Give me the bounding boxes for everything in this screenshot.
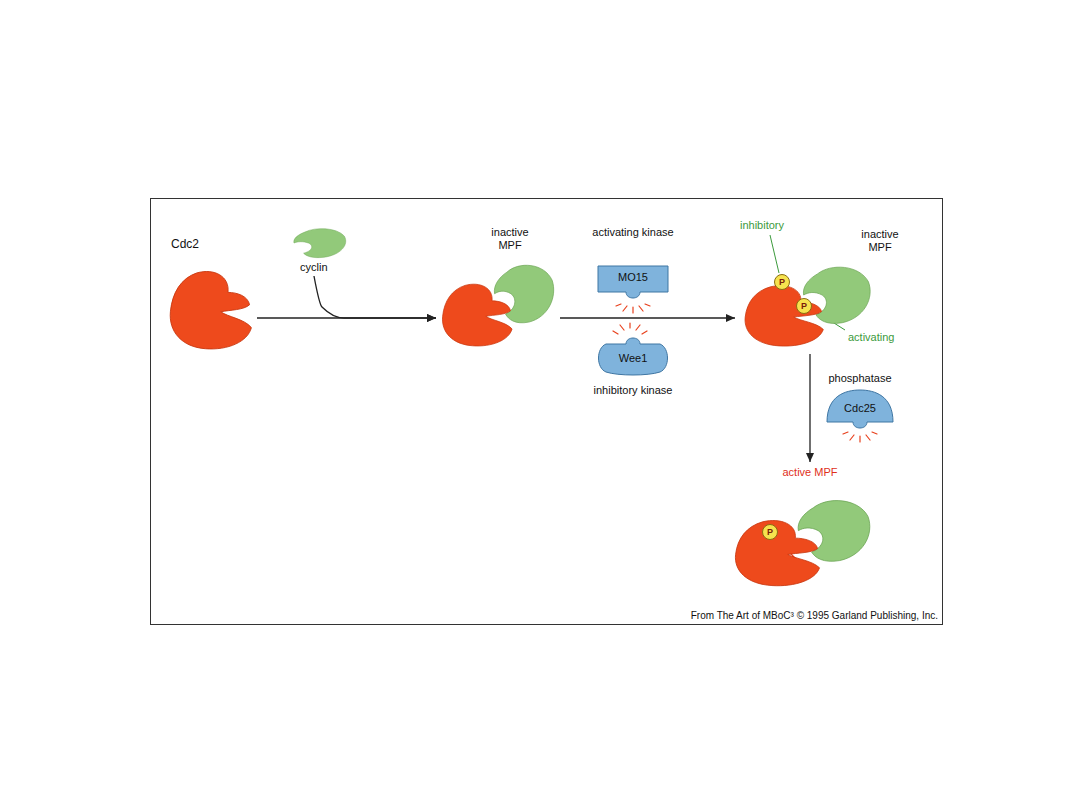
site-label: activating (848, 331, 894, 344)
protein-label: inactive MPF (482, 226, 538, 252)
protein-label: Cdc2 (171, 238, 231, 251)
phosphate-label: P (767, 527, 773, 537)
inhibitory-kinase: Wee1 inhibitory kinase (583, 334, 685, 400)
phosphate-circle: P (796, 298, 812, 314)
cdc2-shape (165, 266, 255, 354)
cyclin-shape (288, 226, 348, 260)
cdc2-protein: Cdc2 (165, 238, 257, 356)
reaction-arrow (560, 317, 735, 318)
reaction-arrow (314, 276, 436, 318)
protein-label: phosphatase (818, 372, 902, 385)
activity-rays (613, 304, 877, 562)
protein-label: Cdc25 (818, 402, 902, 415)
protein-label: inhibitory kinase (583, 384, 683, 397)
activating-kinase: activating kinaseMO15 (592, 226, 676, 306)
phosphatase: phosphataseCdc25 (818, 372, 904, 446)
complex-shape (730, 495, 875, 590)
protein-label: MO15 (592, 271, 674, 284)
site-label: inhibitory (740, 219, 784, 232)
reaction-arrow (809, 354, 810, 462)
frame (151, 199, 943, 625)
cyclin-protein: cyclin (288, 226, 358, 276)
protein-label: cyclin (300, 261, 350, 274)
phosphate-circle: P (762, 524, 778, 540)
protein-label: Wee1 (583, 352, 683, 365)
protein-label: activating kinase (592, 226, 674, 239)
figure-caption: From The Art of MBoC³ © 1995 Garland Pub… (540, 609, 938, 622)
phosphate-label: P (801, 301, 807, 311)
mpf-complex: active MPF P (725, 462, 880, 594)
mpf-complex: inactive MPF (436, 226, 560, 354)
phosphate-label: P (779, 277, 785, 287)
phosphate-circle: P (774, 274, 790, 290)
protein-label: inactive MPF (850, 228, 910, 254)
protein-label: active MPF (782, 466, 838, 479)
complex-shape (438, 260, 558, 350)
